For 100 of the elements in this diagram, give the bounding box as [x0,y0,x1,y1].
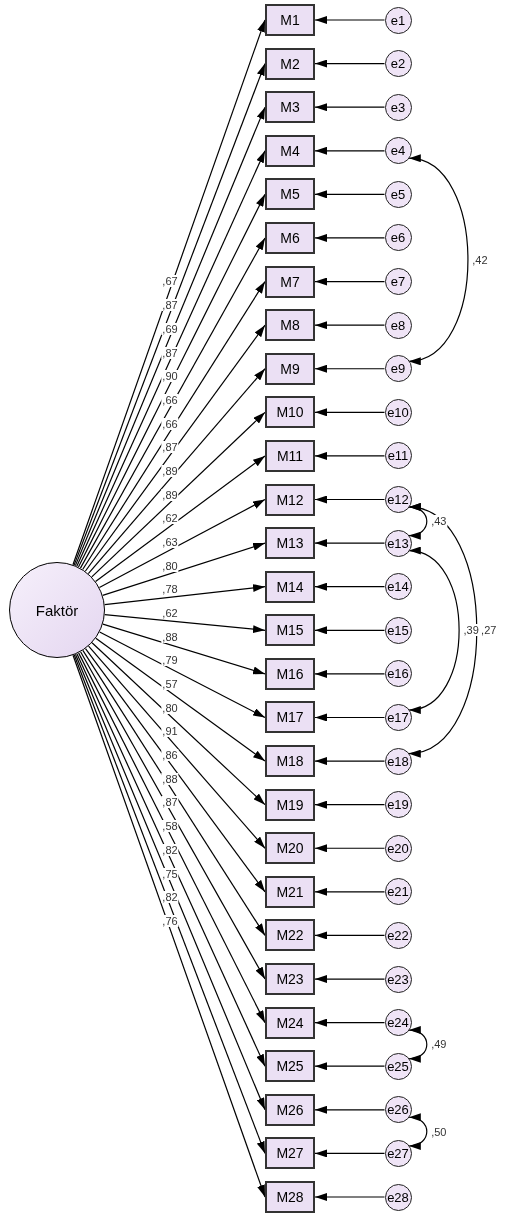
edge-label: ,87 [161,796,179,809]
observed-variable: M2 [265,47,315,80]
edge-label: ,66 [161,417,179,430]
path-arrow [314,146,386,155]
path-arrow [314,800,386,809]
observed-variable: M1 [265,4,315,36]
observed-variable: M22 [265,919,315,952]
observed-variable: M13 [265,527,315,560]
path-arrow [84,324,266,572]
error-term: e4 [384,137,412,165]
path-arrow [91,411,266,578]
edge-label: ,49 [430,1038,448,1051]
path-arrow [314,975,386,984]
path-arrow [314,713,386,722]
path-arrow [87,368,266,575]
observed-variable: M28 [265,1181,315,1213]
path-arrow [314,451,386,460]
error-term: e17 [384,703,412,731]
observed-variable: M7 [265,265,315,298]
path-arrow [314,408,386,417]
path-arrow [314,103,386,112]
edge-label: ,42 [471,253,489,266]
covariance-arrow [408,1027,428,1062]
error-term: e25 [384,1052,412,1080]
path-arrow [314,887,386,896]
path-arrow [314,1149,386,1158]
error-term: e8 [384,311,412,339]
error-term: e24 [384,1009,412,1037]
error-term: e14 [384,573,412,601]
path-arrow [314,1062,386,1071]
path-arrow [314,59,386,68]
error-term: e22 [384,921,412,949]
error-term: e19 [384,791,412,819]
error-term: e10 [384,398,412,426]
error-term: e11 [384,442,412,470]
observed-variable: M6 [265,221,315,254]
edge-label: ,39 [462,624,480,637]
error-term: e5 [384,180,412,208]
path-arrow [99,631,266,719]
error-term: e26 [384,1096,412,1124]
path-arrow [314,1105,386,1114]
edge-label: ,43 [430,515,448,528]
path-arrow [84,648,266,893]
latent-factor-circle: Faktör [9,562,105,658]
error-term: e6 [384,224,412,252]
error-term: e12 [384,486,412,513]
path-arrow [314,1018,386,1027]
error-term: e16 [384,660,412,688]
path-arrow [94,455,266,583]
error-term: e18 [384,747,412,775]
edge-label: ,63 [161,535,179,548]
observed-variable: M11 [265,439,315,472]
error-term: e28 [384,1183,412,1211]
path-arrow [314,539,386,548]
edge-label: ,88 [161,630,179,643]
edge-label: ,69 [161,322,179,335]
path-arrow [104,584,266,606]
covariance-arrow [408,505,478,755]
observed-variable: M9 [265,352,315,385]
edge-label: ,27 [480,624,498,637]
observed-variable: M20 [265,832,315,865]
error-term: e15 [384,616,412,644]
observed-variable: M27 [265,1137,315,1170]
path-arrow [102,542,266,596]
path-arrow [314,321,386,330]
observed-variable: M17 [265,701,315,734]
edge-label: ,80 [161,559,179,572]
edge-label: ,82 [161,843,179,856]
path-arrow [104,614,266,634]
edge-label: ,87 [161,346,179,359]
error-term: e3 [384,93,412,121]
path-arrow [102,623,266,675]
path-arrow [314,233,386,242]
observed-variable: M3 [265,91,315,124]
edge-label: ,66 [161,393,179,406]
edge-label: ,67 [161,275,179,288]
observed-variable: M26 [265,1093,315,1126]
observed-variable: M21 [265,875,315,908]
error-term: e9 [384,355,412,383]
observed-variable: M18 [265,745,315,778]
edge-label: ,80 [161,701,179,714]
edge-label: ,50 [430,1125,448,1138]
path-arrow [314,16,386,24]
error-term: e7 [384,268,412,296]
path-arrow [314,277,386,286]
observed-variable: M24 [265,1006,315,1039]
edge-label: ,57 [161,678,179,691]
error-term: e23 [384,965,412,993]
observed-variable: M16 [265,657,315,690]
path-arrow [314,931,386,940]
observed-variable: M8 [265,309,315,342]
edge-label: ,89 [161,488,179,501]
observed-variable: M15 [265,614,315,647]
path-arrow [314,626,386,635]
covariance-arrow [408,156,469,363]
edge-label: ,62 [161,607,179,619]
edge-label: ,58 [161,820,179,833]
edge-label: ,78 [161,583,179,596]
path-arrow [87,645,266,849]
edge-label: ,87 [161,441,179,454]
